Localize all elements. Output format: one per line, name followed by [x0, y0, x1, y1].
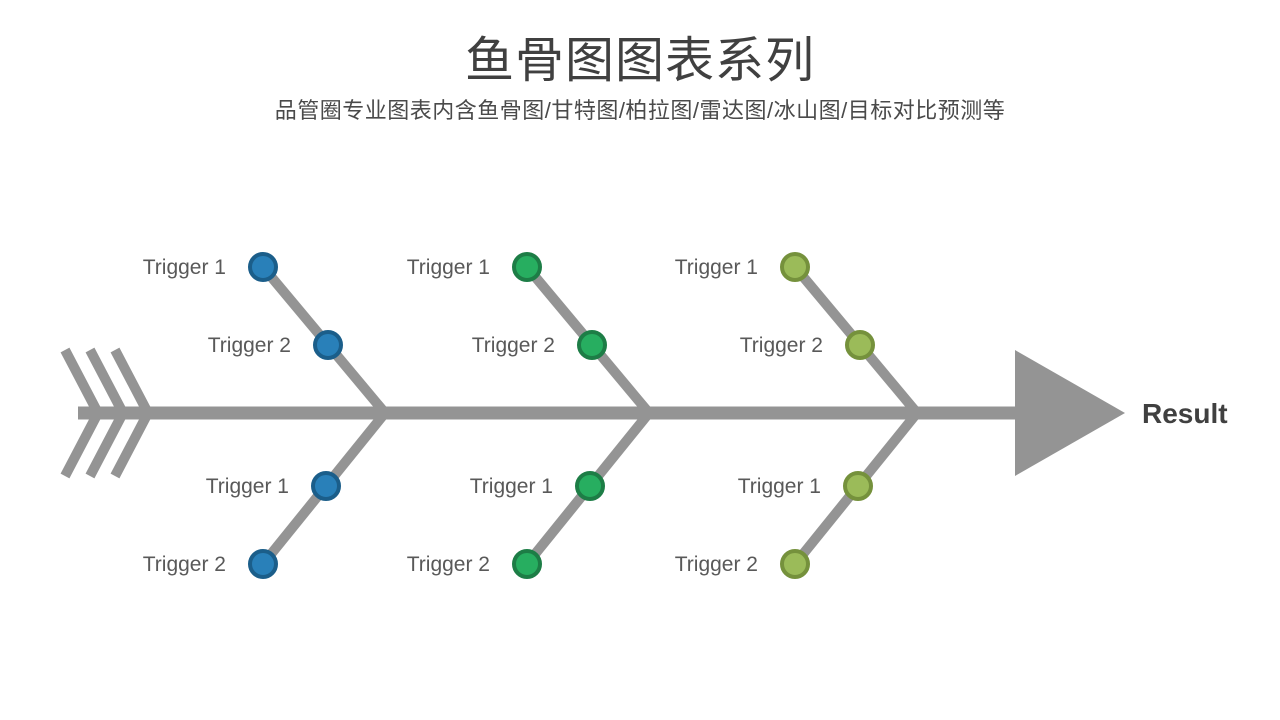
branch-green-node-icon: [575, 471, 605, 501]
page-title: 鱼骨图图表系列: [464, 34, 815, 88]
trigger-label: Trigger 1: [206, 475, 289, 498]
branch-green-node-icon: [577, 330, 607, 360]
trigger-labels: Trigger 1 Trigger 2 Trigger 1 Trigger 2 Trig…: [143, 256, 823, 576]
branch-blue-node-icon: [313, 330, 343, 360]
branch-olive-node-icon: [845, 330, 875, 360]
branch-olive-node-icon: [843, 471, 873, 501]
trigger-nodes: [248, 252, 875, 579]
trigger-label: Trigger 1: [143, 256, 226, 279]
trigger-label: Trigger 2: [740, 334, 823, 357]
trigger-label: Trigger 2: [143, 553, 226, 576]
branch-green-node-icon: [512, 549, 542, 579]
trigger-label: Trigger 1: [738, 475, 821, 498]
header: 鱼骨图图表系列 品管圈专业图表内含鱼骨图/甘特图/柏拉图/雷达图/冰山图/目标对…: [0, 34, 1280, 125]
trigger-label: Trigger 1: [407, 256, 490, 279]
branch-blue-node-icon: [311, 471, 341, 501]
branch-blue-node-icon: [248, 549, 278, 579]
branch-olive-node-icon: [780, 549, 810, 579]
trigger-label: Trigger 1: [470, 475, 553, 498]
trigger-label: Trigger 1: [675, 256, 758, 279]
trigger-label: Trigger 2: [407, 553, 490, 576]
branch-olive-node-icon: [780, 252, 810, 282]
page-subtitle: 品管圈专业图表内含鱼骨图/甘特图/柏拉图/雷达图/冰山图/目标对比预测等: [274, 97, 1006, 123]
branch-green-node-icon: [512, 252, 542, 282]
trigger-label: Trigger 2: [675, 553, 758, 576]
trigger-label: Trigger 2: [208, 334, 291, 357]
arrowhead-icon: [1015, 350, 1125, 476]
result-label: Result: [1142, 398, 1228, 429]
branch-blue-node-icon: [248, 252, 278, 282]
trigger-label: Trigger 2: [472, 334, 555, 357]
